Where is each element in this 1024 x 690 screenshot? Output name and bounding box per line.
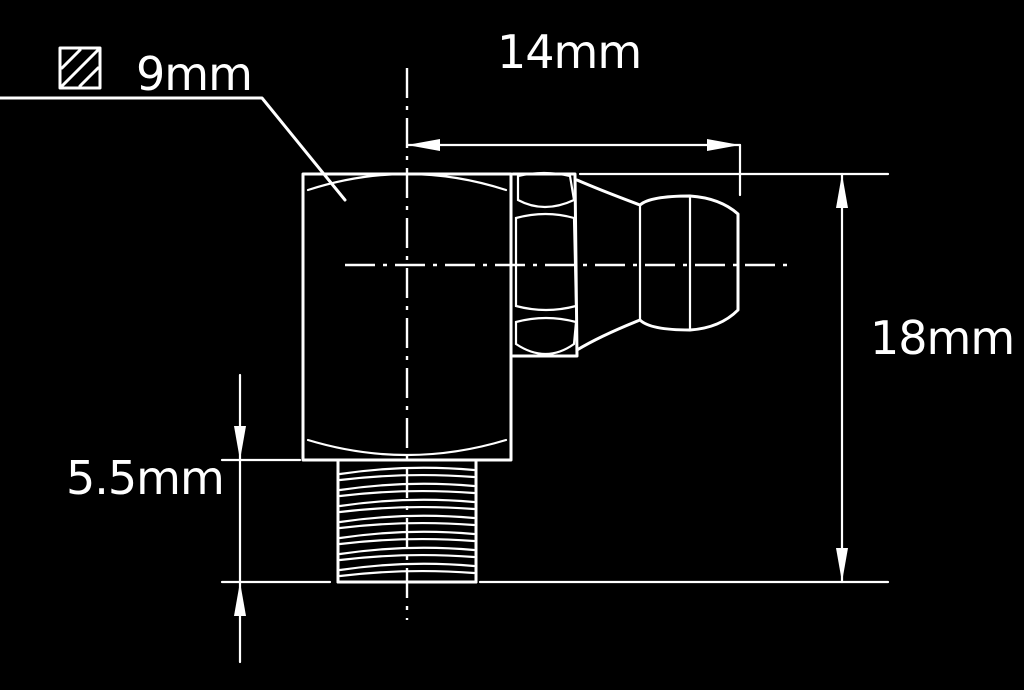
height-dimension-label: 18mm — [870, 311, 1014, 365]
leader-line — [0, 96, 347, 202]
square-size-label: 9mm — [136, 47, 252, 101]
thread-length-label: 5.5mm — [66, 451, 224, 505]
thread-ridge — [338, 553, 476, 562]
center-lines — [345, 68, 790, 620]
thread-ridge — [338, 498, 476, 508]
width-dimension-label: 14mm — [497, 25, 641, 79]
thread-ridge — [338, 546, 476, 556]
thread-ridge — [338, 514, 476, 524]
fitting-body — [301, 172, 513, 462]
dimension-height — [478, 172, 890, 584]
thread-ridge — [338, 562, 476, 572]
nipple-head — [575, 178, 740, 352]
dimension-thread-length — [220, 373, 332, 664]
hex-nut — [511, 171, 579, 358]
square-section-icon — [58, 46, 102, 90]
dimension-width — [405, 139, 742, 197]
